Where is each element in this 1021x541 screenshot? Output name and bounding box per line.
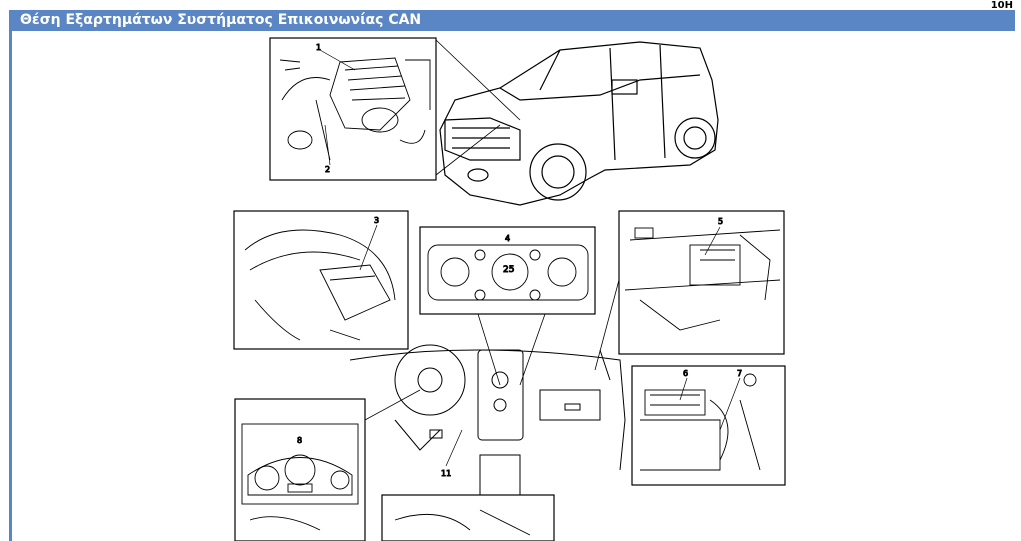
climate-control-inset (419, 226, 596, 315)
callout-7: 7 (737, 369, 742, 378)
left-accent-bar (9, 10, 12, 541)
page-code: 10H (990, 0, 1013, 11)
callout-1: 1 (316, 43, 321, 52)
steering-column-inset (233, 210, 409, 350)
dash-module-inset (618, 210, 785, 355)
instrument-cluster-inset (234, 398, 366, 541)
relay-box-inset (631, 365, 786, 486)
floor-module-inset (381, 494, 555, 541)
callout-8: 8 (297, 436, 302, 445)
callout-11: 11 (441, 469, 451, 478)
section-title: Θέση Εξαρτημάτων Συστήματος Επικοινωνίας… (12, 10, 1015, 31)
callout-4: 4 (505, 234, 510, 243)
callout-3: 3 (374, 216, 379, 225)
callout-2: 2 (325, 165, 330, 174)
engine-bay-inset (269, 37, 437, 181)
callout-5: 5 (718, 217, 723, 226)
climate-temp-readout: 25 (503, 265, 514, 275)
dashboard-illustration (349, 344, 626, 496)
vehicle-illustration (439, 41, 719, 206)
component-location-diagram: 1 2 3 25 4 5 (233, 37, 786, 541)
callout-6: 6 (683, 369, 688, 378)
